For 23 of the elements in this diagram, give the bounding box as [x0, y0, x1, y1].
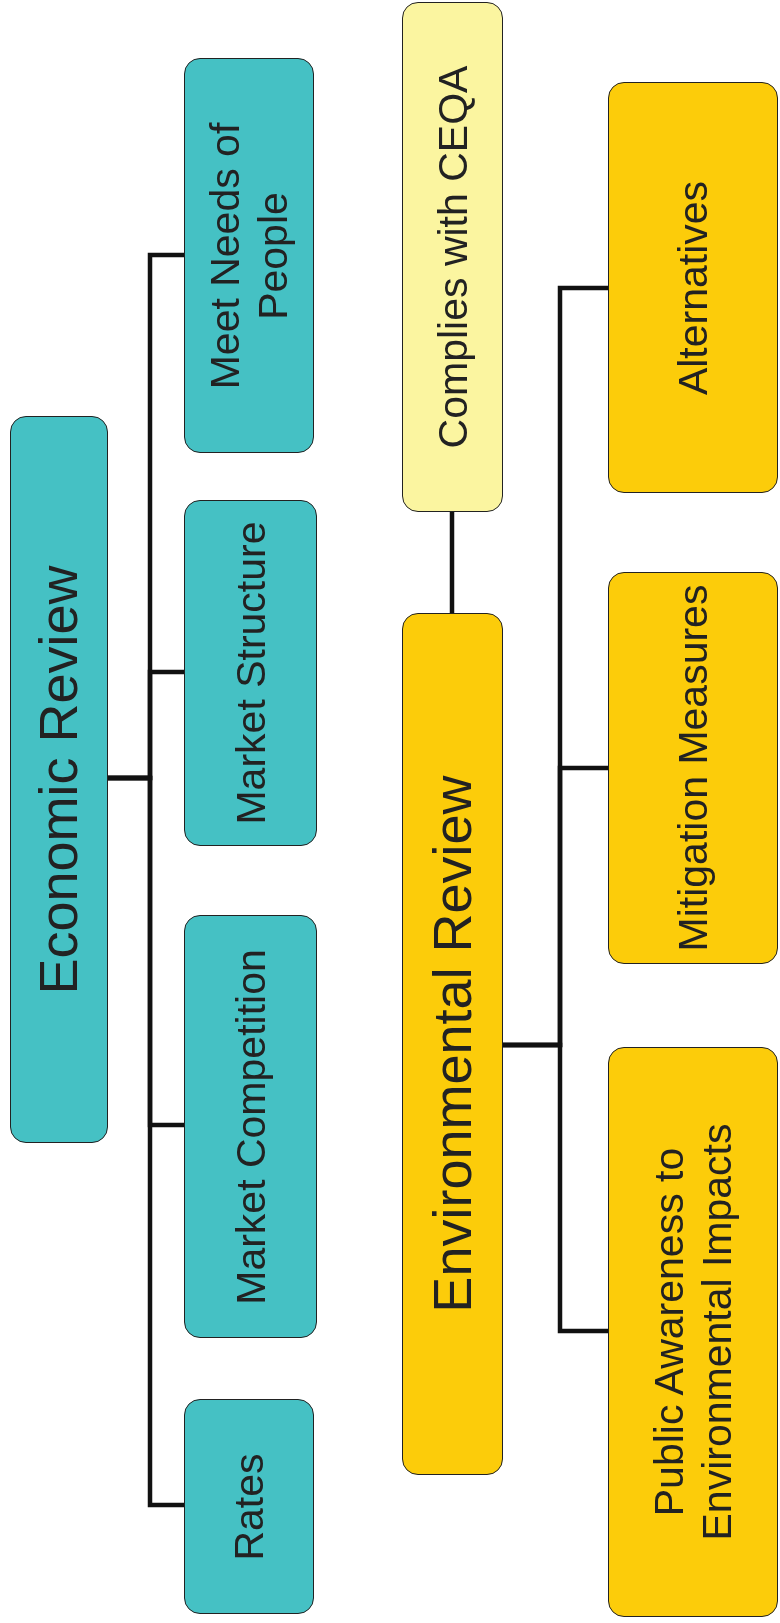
box-label: Public Awareness to Environmental Impacts — [644, 1122, 741, 1543]
connector-line — [449, 512, 455, 613]
connector-line — [503, 1042, 608, 1334]
box-label: Meet Needs of People — [200, 121, 297, 391]
topic-box — [608, 1047, 778, 1617]
topic-box — [184, 915, 317, 1338]
topic-box — [184, 500, 317, 846]
connector-line — [108, 775, 184, 1508]
topic-box — [184, 1399, 314, 1614]
box-label: Alternatives — [668, 179, 717, 397]
box-label: Complies with CEQA — [428, 64, 477, 451]
topic-box — [608, 82, 778, 493]
box-label: Market Competition — [226, 947, 275, 1307]
box-label: Mitigation Measures — [668, 583, 717, 953]
note-box — [402, 2, 503, 512]
box-label: Rates — [224, 1451, 273, 1563]
category-box — [10, 416, 108, 1143]
box-label: Environmental Review — [420, 774, 483, 1315]
box-label: Economic Review — [27, 563, 90, 997]
category-box — [402, 613, 503, 1475]
topic-box — [608, 572, 778, 964]
box-label: Market Structure — [226, 520, 275, 827]
topic-box — [184, 58, 314, 453]
